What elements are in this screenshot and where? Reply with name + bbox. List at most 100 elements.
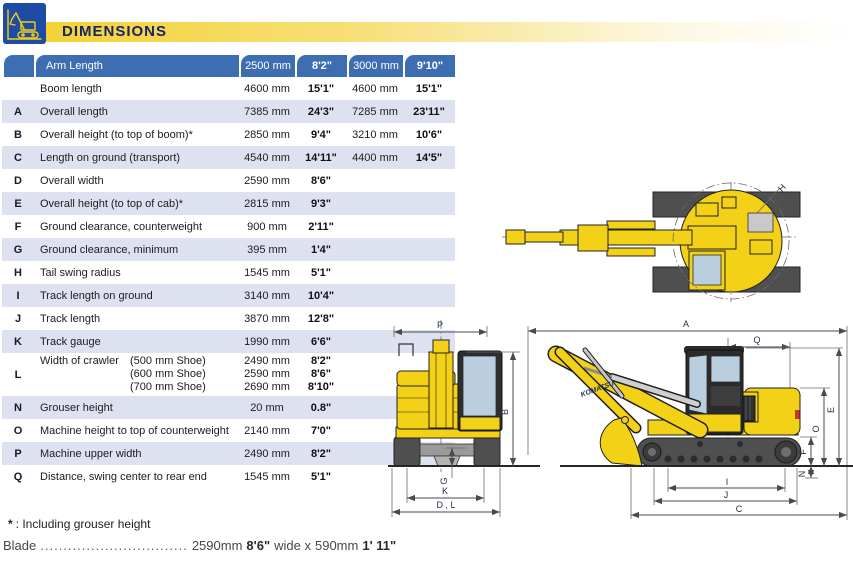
row-letter: O	[13, 424, 23, 437]
row-metric-1: 2850 mm	[244, 128, 290, 141]
row-imperial-1: 1'4"	[310, 243, 332, 256]
row-desc: Overall height (to top of boom)*	[40, 128, 193, 141]
blade-metric-1: 2590mm	[191, 538, 243, 553]
row-metric-1: 395 mm	[247, 243, 287, 256]
row-imperial-1: 8'2"8'6"8'10"	[307, 355, 335, 393]
dim-label-h: H	[776, 182, 788, 194]
dim-label-g: G	[439, 477, 449, 484]
row-letter: H	[14, 266, 22, 279]
section-title-bar: DIMENSIONS	[46, 22, 853, 42]
row-metric-1: 2590 mm	[244, 174, 290, 187]
row-metric-1: 1545 mm	[244, 470, 290, 483]
row-metric-2: 7285 mm	[352, 105, 398, 118]
dim-label-q: Q	[753, 335, 760, 345]
row-desc: Track length	[40, 312, 101, 325]
row-desc: Width of crawler (500 mm Shoe)(600 mm Sho…	[34, 355, 239, 394]
row-metric-1: 1545 mm	[244, 266, 290, 279]
row-metric-2: 4400 mm	[352, 151, 398, 164]
diagram-front-view: P B G	[388, 320, 540, 517]
row-imperial-1: 9'3"	[310, 197, 332, 210]
row-desc: Overall height (to top of cab)*	[40, 197, 184, 210]
footnote: *: Including grouser height	[8, 517, 150, 531]
row-imperial-1: 12'8"	[307, 312, 335, 325]
header-cell-letter	[4, 55, 34, 77]
row-desc: Ground clearance, counterweight	[40, 220, 203, 233]
row-letter: P	[14, 447, 22, 460]
row-imperial-1: 10'4"	[307, 289, 335, 302]
header-cell-imperial-1: 8'2"	[297, 55, 347, 77]
row-letter: C	[14, 151, 22, 164]
header-cell-arm-length: Arm Length	[36, 55, 239, 77]
dim-label-f: F	[798, 449, 808, 455]
row-letter: E	[14, 197, 22, 210]
dim-label-j: J	[724, 490, 729, 500]
row-imperial-1: 0.8"	[310, 401, 332, 414]
row-desc: Track length on ground	[40, 289, 153, 302]
blade-imperial-1: 8'6"	[246, 538, 271, 553]
header-cell-metric-1: 2500 mm	[241, 55, 295, 77]
row-metric-1: 1990 mm	[244, 335, 290, 348]
crawler-label: Width of crawler	[40, 355, 119, 367]
row-metric-1: 7385 mm	[244, 105, 290, 118]
dimension-diagrams: H P	[388, 182, 853, 520]
dim-label-p: P	[437, 320, 443, 330]
blade-spec: Blade................................259…	[3, 538, 400, 553]
dim-label-dl: D , L	[436, 500, 455, 510]
row-letter: G	[13, 243, 23, 256]
row-metric-2: 3210 mm	[352, 128, 398, 141]
row-imperial-1: 5'1"	[310, 470, 332, 483]
row-letter: A	[14, 105, 22, 118]
row-letter: Q	[13, 470, 23, 483]
dim-label-o: O	[811, 425, 821, 432]
row-desc: Track gauge	[40, 335, 101, 348]
row-metric-1: 2490 mm	[244, 447, 290, 460]
dim-label-c: C	[736, 504, 743, 514]
row-imperial-1: 8'6"	[310, 174, 332, 187]
row-desc: Boom length	[40, 82, 102, 95]
table-header-row: Arm Length 2500 mm 8'2" 3000 mm 9'10"	[2, 55, 455, 77]
row-imperial-1: 9'4"	[310, 128, 332, 141]
shoe-options: (500 mm Shoe)(600 mm Shoe)(700 mm Shoe)	[130, 355, 206, 393]
row-desc: Ground clearance, minimum	[40, 243, 179, 256]
header-cell-imperial-2: 9'10"	[405, 55, 455, 77]
row-imperial-2: 15'1"	[415, 82, 443, 95]
row-metric-1: 2815 mm	[244, 197, 290, 210]
row-desc: Machine height to top of counterweight	[40, 424, 229, 437]
blade-middle: wide x	[274, 538, 311, 553]
row-desc: Overall width	[40, 174, 104, 187]
dim-label-a: A	[683, 319, 689, 329]
row-metric-1: 2140 mm	[244, 424, 290, 437]
row-imperial-2: 14'5"	[415, 151, 443, 164]
row-imperial-1: 2'11"	[308, 220, 334, 233]
row-metric-1: 3140 mm	[244, 289, 290, 302]
row-letter: J	[14, 312, 22, 325]
row-imperial-1: 8'2"	[310, 447, 332, 460]
table-row: G Ground clearance, minimum 395 mm 1'4"	[2, 238, 455, 261]
row-imperial-2: 10'6"	[415, 128, 443, 141]
blade-imperial-2: 1' 11"	[362, 538, 397, 553]
dim-label-n: N	[797, 471, 807, 478]
dim-label-b: B	[500, 409, 510, 415]
excavator-icon	[3, 3, 46, 44]
row-imperial-1: 6'6"	[310, 335, 332, 348]
diagram-top-view: H	[502, 182, 801, 302]
row-imperial-1: 7'0"	[310, 424, 332, 437]
row-metric-1: 20 mm	[250, 401, 284, 414]
row-letter: N	[14, 401, 22, 414]
diagram-side-view: A Q	[527, 319, 853, 520]
dim-label-e: E	[826, 407, 836, 413]
row-desc: Machine upper width	[40, 447, 142, 460]
